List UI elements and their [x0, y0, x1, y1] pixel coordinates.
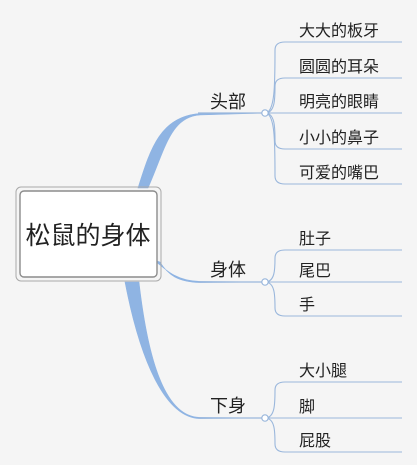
leaf-node[interactable]: 屁股 — [299, 431, 331, 450]
leaf-connector — [264, 112, 402, 150]
leaf-connector — [264, 381, 402, 419]
branch-label-body[interactable]: 身体 — [210, 260, 246, 281]
root-label: 松鼠的身体 — [25, 221, 150, 250]
branch-connectors — [198, 41, 402, 453]
leaf-node[interactable]: 圆圆的耳朵 — [299, 57, 379, 76]
leaf-connector — [264, 77, 402, 114]
branch-label-lower-body[interactable]: 下身 — [210, 396, 246, 417]
leaf-node[interactable]: 明亮的眼睛 — [299, 92, 379, 111]
leaf-connector — [264, 281, 402, 317]
leaf-node[interactable]: 脚 — [299, 397, 315, 416]
leaf-node[interactable]: 大大的板牙 — [299, 21, 379, 40]
leaf-node[interactable]: 肚子 — [299, 229, 331, 248]
leaf-node[interactable]: 小小的鼻子 — [299, 128, 379, 147]
leaf-connector — [264, 249, 402, 283]
leaf-node[interactable]: 尾巴 — [299, 261, 331, 280]
leaf-node[interactable]: 大小腿 — [299, 361, 347, 380]
collapse-toggle-head[interactable] — [261, 109, 269, 117]
leaf-node[interactable]: 手 — [299, 295, 315, 314]
branch-label-head[interactable]: 头部 — [210, 92, 246, 113]
leaf-connector — [264, 41, 402, 114]
leaf-connector — [264, 417, 402, 453]
root-node[interactable]: 松鼠的身体 — [15, 186, 162, 282]
collapse-toggle-lower-body[interactable] — [261, 414, 269, 422]
trunk-head — [137, 112, 266, 189]
collapse-toggle-body[interactable] — [261, 278, 269, 286]
leaf-node[interactable]: 可爱的嘴巴 — [299, 163, 379, 182]
leaf-connector — [264, 112, 402, 185]
